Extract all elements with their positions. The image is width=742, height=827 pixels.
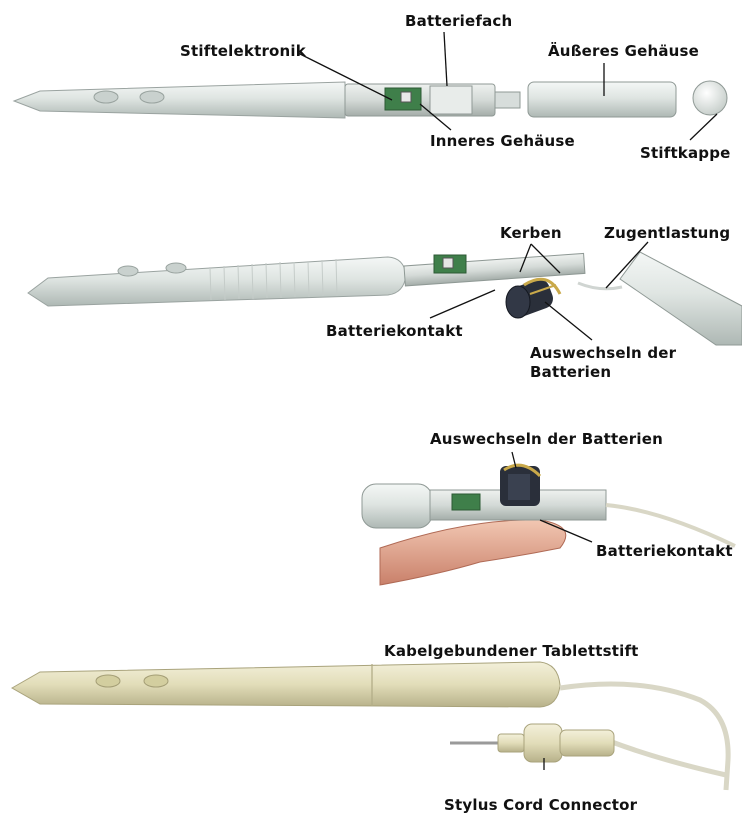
label-auswechseln-batterien-3: Auswechseln der Batterien xyxy=(430,430,663,449)
stylus-body-4 xyxy=(12,662,560,707)
label-batteriekontakt-3: Batteriekontakt xyxy=(596,542,733,561)
cable-3 xyxy=(606,505,735,546)
battery-assembly-2 xyxy=(504,276,560,319)
label-batteriekontakt-2: Batteriekontakt xyxy=(326,322,463,341)
cap-tube-2 xyxy=(620,252,742,345)
label-zugentlastung: Zugentlastung xyxy=(604,224,730,243)
stylus-button-rear-1 xyxy=(140,91,164,103)
battery-assembly-3 xyxy=(500,465,540,506)
pen-cap-part xyxy=(693,81,727,115)
stylus-body-3 xyxy=(362,484,432,528)
outer-housing-part xyxy=(528,82,676,117)
stylus-body-2 xyxy=(28,257,406,306)
hand-skin xyxy=(380,520,566,585)
cord-connector xyxy=(450,724,614,762)
inner-chassis-2 xyxy=(404,253,585,286)
battery-compartment-part xyxy=(430,86,472,114)
label-kerben: Kerben xyxy=(500,224,562,243)
stylus-button-front-1 xyxy=(94,91,118,103)
cable-2 xyxy=(578,283,622,289)
hand-held-stylus-drawing xyxy=(362,452,735,585)
label-stiftelektronik: Stiftelektronik xyxy=(180,42,306,61)
tethered-stylus-drawing xyxy=(12,662,728,790)
label-stylus-cord-connector: Stylus Cord Connector xyxy=(444,796,637,815)
label-kabelgebundener-tablettstift: Kabelgebundener Tablettstift xyxy=(384,642,639,661)
label-auswechseln-batterien-2: Auswechseln der Batterien xyxy=(530,344,676,382)
stylus-body-1 xyxy=(14,82,345,118)
label-stiftkappe: Stiftkappe xyxy=(640,144,731,163)
label-batteriefach: Batteriefach xyxy=(405,12,512,31)
label-aeusseres-gehaeuse: Äußeres Gehäuse xyxy=(548,42,699,61)
label-inneres-gehaeuse: Inneres Gehäuse xyxy=(430,132,575,151)
